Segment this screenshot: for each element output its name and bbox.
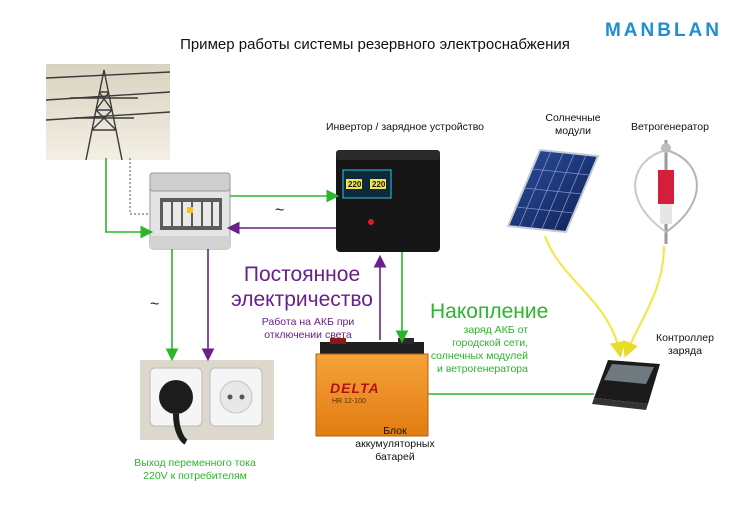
controller-label-line2: заряда [667, 345, 703, 357]
battery-label-line2: аккумуляторных [355, 438, 435, 450]
power-grid-tower [45, 64, 171, 161]
ac-symbol-left: ~ [150, 296, 160, 313]
output-label-line2: 220V к потребителям [143, 470, 247, 482]
wind-turbine [634, 140, 698, 244]
distribution-board [149, 172, 231, 250]
inverter-device [336, 150, 440, 252]
solar-label-line1: Солнечные [545, 112, 601, 124]
battery-label-line3: батарей [375, 451, 415, 463]
dc-note-line2: отключении света [264, 329, 352, 341]
dc-note-line1: Работа на АКБ при [261, 316, 355, 328]
solar-label: Солнечные модули [528, 112, 618, 138]
controller-label-line1: Контроллер [656, 332, 714, 344]
renewable-lines [544, 235, 665, 358]
battery-label-line1: Блок [383, 425, 407, 437]
inverter-label: Инвертор / зарядное устройство [325, 121, 485, 133]
wind-label: Ветрогенератор [631, 121, 709, 133]
dc-heading: Постоянное электричество [222, 262, 382, 312]
output-label: Выход переменного тока 220V к потребител… [110, 457, 280, 483]
accumulation-note-line2: городской сети, [452, 337, 528, 349]
accumulation-note-line4: и ветрогенератора [437, 363, 528, 375]
inverter-display-left: 220 [348, 180, 362, 189]
wall-socket [140, 360, 274, 445]
accumulation-note-line3: солнечных модулей [430, 350, 528, 362]
ac-symbol-top: ~ [275, 202, 285, 219]
charge-controller [592, 360, 660, 410]
accumulation-note: заряд АКБ от городской сети, солнечных м… [420, 324, 528, 376]
solar-label-line2: модули [555, 125, 591, 137]
battery-model: HR 12-100 [332, 398, 366, 405]
neutral-line [129, 158, 150, 215]
dc-note: Работа на АКБ при отключении света [248, 316, 368, 342]
inverter-display-right: 220 [372, 180, 386, 189]
controller-label: Контроллер заряда [640, 332, 730, 358]
brand-logo: MANBLAN [604, 20, 722, 41]
diagram-title: Пример работы системы резервного электро… [180, 36, 570, 53]
dc-heading-line2: электричество [231, 288, 373, 311]
backup-lines [201, 221, 387, 362]
solar-panel [506, 148, 600, 234]
battery-block [315, 338, 429, 437]
battery-brand: DELTA [330, 380, 380, 396]
accumulation-heading: Накопление [430, 300, 549, 323]
accumulation-note-line1: заряд АКБ от [463, 324, 528, 336]
output-label-line1: Выход переменного тока [134, 457, 256, 469]
dc-heading-line1: Постоянное [243, 263, 361, 286]
battery-label: Блок аккумуляторных батарей [340, 425, 450, 464]
ac-lines [105, 158, 594, 395]
